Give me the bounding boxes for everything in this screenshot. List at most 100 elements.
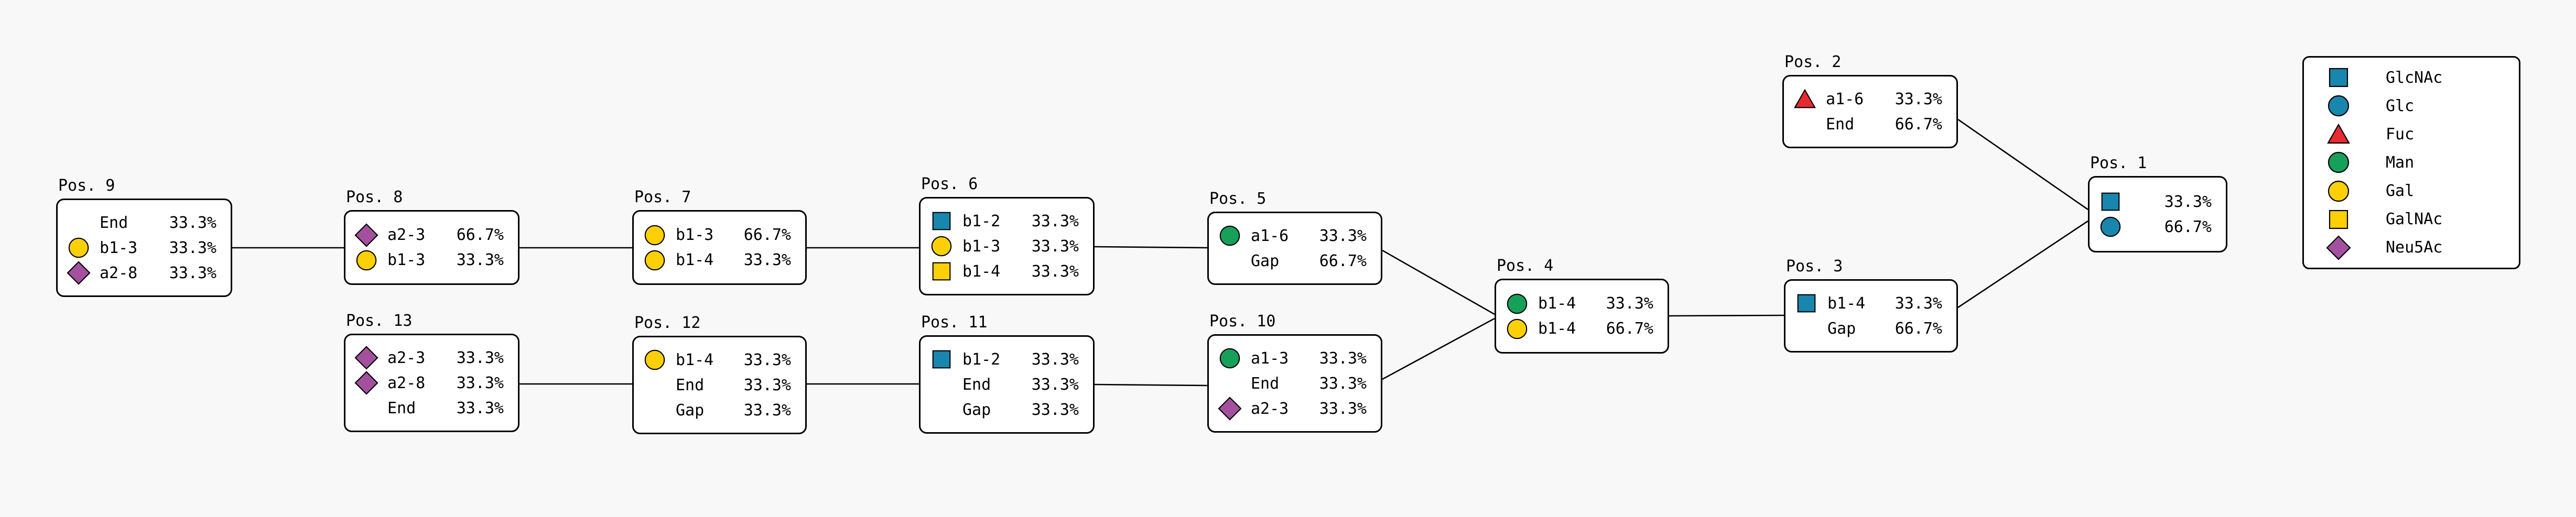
linkage-label: b1-4: [962, 262, 1001, 281]
icon-cell: [345, 346, 387, 370]
percentage-value: 66.7%: [1895, 319, 1942, 338]
node-title: Pos. 3: [1786, 257, 1843, 276]
linkage-label: End: [1251, 374, 1280, 393]
position-node-pos3: Pos. 3 b1-4 33.3% Gap 66.7%: [1784, 257, 1958, 353]
position-node-pos8: Pos. 8 a2-3 66.7% b1-3 33.3%: [344, 188, 519, 285]
percentage-value: 66.7%: [743, 226, 791, 244]
node-title: Pos. 11: [921, 313, 988, 332]
linkage-label: End: [1826, 115, 1855, 134]
node-row: End 33.3%: [921, 372, 1093, 397]
linkage-label: End: [676, 376, 705, 394]
edge-line: [1669, 314, 1784, 317]
node-title: Pos. 6: [921, 175, 978, 193]
node-row: b1-4 33.3%: [634, 347, 805, 372]
icon-cell: [2090, 190, 2131, 214]
legend-item-label: GalNAc: [2386, 210, 2443, 229]
node-row: End 33.3%: [58, 210, 231, 235]
legend-icon-cell: [2304, 150, 2373, 175]
icon-cell: [634, 348, 676, 372]
linkage-label: a2-8: [100, 263, 138, 282]
node-title: Pos. 5: [1209, 190, 1267, 208]
percentage-value: 66.7%: [2164, 217, 2212, 236]
position-node-pos6: Pos. 6 b1-2 33.3% b1-3 33.3% b1-4 33.3%: [919, 175, 1095, 295]
gal-circle-icon: [1507, 318, 1528, 339]
percentage-value: 33.3%: [1606, 294, 1653, 313]
legend-item-label: Fuc: [2386, 125, 2415, 144]
node-row: Gap 33.3%: [634, 398, 805, 423]
node-row: b1-3 33.3%: [58, 235, 231, 260]
legend-icon-cell: [2304, 93, 2373, 118]
percentage-value: 33.3%: [743, 251, 791, 269]
percentage-value: 66.7%: [1606, 320, 1653, 338]
neu5ac-diamond-icon: [2326, 235, 2351, 260]
node-row: End 33.3%: [1209, 371, 1381, 396]
percentage-value: 33.3%: [456, 251, 504, 269]
gal-circle-icon: [644, 349, 665, 370]
position-node-pos12: Pos. 12 b1-4 33.3% End 33.3% Gap 33.3%: [632, 314, 807, 434]
percentage-value: 33.3%: [169, 238, 217, 257]
linkage-label: b1-3: [962, 237, 1001, 256]
icon-cell: [58, 236, 100, 260]
icon-cell: [1784, 87, 1826, 111]
legend-item: Neu5Ac: [2304, 234, 2519, 262]
linkage-label: Gap: [676, 401, 705, 420]
percentage-value: 66.7%: [1895, 115, 1942, 134]
neu5ac-diamond-icon: [354, 346, 378, 370]
percentage-value: 33.3%: [743, 350, 791, 369]
percentage-value: 33.3%: [2164, 192, 2212, 211]
node-row: b1-2 33.3%: [921, 347, 1093, 372]
edge-line: [1382, 249, 1495, 315]
node-row: End 66.7%: [1784, 112, 1956, 137]
legend-icon-cell: [2304, 235, 2373, 260]
position-node-pos2: Pos. 2 a1-6 33.3% End 66.7%: [1782, 53, 1958, 148]
percentage-value: 33.3%: [1895, 294, 1942, 313]
icon-cell: [345, 223, 387, 247]
man-circle-icon: [2328, 152, 2350, 173]
man-circle-icon: [1219, 225, 1240, 246]
node-row: b1-2 33.3%: [921, 208, 1093, 234]
node-row: a1-6 33.3%: [1784, 86, 1956, 112]
edge-line: [1094, 246, 1208, 249]
node-row: b1-4 33.3%: [634, 248, 805, 273]
icon-cell: [1209, 346, 1251, 370]
edge-line: [1957, 220, 2088, 309]
fuc-triangle-icon: [1794, 89, 1816, 108]
position-node-pos1: Pos. 1 33.3% 66.7%: [2088, 154, 2227, 252]
node-title: Pos. 12: [634, 314, 701, 332]
linkage-label: b1-4: [1538, 294, 1576, 313]
node-row: b1-3 66.7%: [634, 223, 805, 248]
linkage-label: Gap: [1251, 251, 1280, 270]
icon-cell: [634, 248, 676, 272]
linkage-label: b1-4: [676, 251, 714, 269]
galnac-square-icon: [2329, 210, 2348, 229]
node-row: 66.7%: [2090, 214, 2226, 239]
node-row: b1-4 33.3%: [921, 259, 1093, 284]
node-title: Pos. 13: [346, 312, 413, 330]
node-row: b1-3 33.3%: [921, 234, 1093, 259]
icon-cell: [1496, 317, 1538, 341]
neu5ac-diamond-icon: [1218, 397, 1242, 421]
legend-item: Fuc: [2304, 120, 2519, 148]
legend-item: GalNAc: [2304, 205, 2519, 234]
linkage-label: Gap: [1827, 319, 1856, 338]
percentage-value: 33.3%: [1319, 374, 1367, 393]
node-row: b1-3 33.3%: [345, 248, 518, 273]
legend-item-label: Gal: [2386, 182, 2415, 201]
linkage-label: b1-4: [1827, 294, 1866, 313]
linkage-label: a1-6: [1251, 226, 1289, 245]
linkage-label: a2-8: [387, 373, 426, 392]
node-row: a2-3 33.3%: [345, 345, 518, 370]
gal-circle-icon: [644, 225, 665, 245]
position-node-pos5: Pos. 5 a1-6 33.3% Gap 66.7%: [1207, 190, 1382, 285]
percentage-value: 33.3%: [1031, 237, 1079, 256]
percentage-value: 33.3%: [456, 399, 504, 417]
edge-line: [1094, 383, 1208, 387]
node-row: b1-4 66.7%: [1496, 316, 1668, 342]
percentage-value: 66.7%: [1319, 251, 1367, 270]
node-row: End 33.3%: [345, 395, 518, 421]
percentage-value: 33.3%: [456, 373, 504, 392]
percentage-value: 33.3%: [1031, 350, 1079, 369]
linkage-label: b1-4: [676, 350, 714, 369]
galnac-square-icon: [932, 262, 951, 281]
icon-cell: [2090, 215, 2131, 239]
